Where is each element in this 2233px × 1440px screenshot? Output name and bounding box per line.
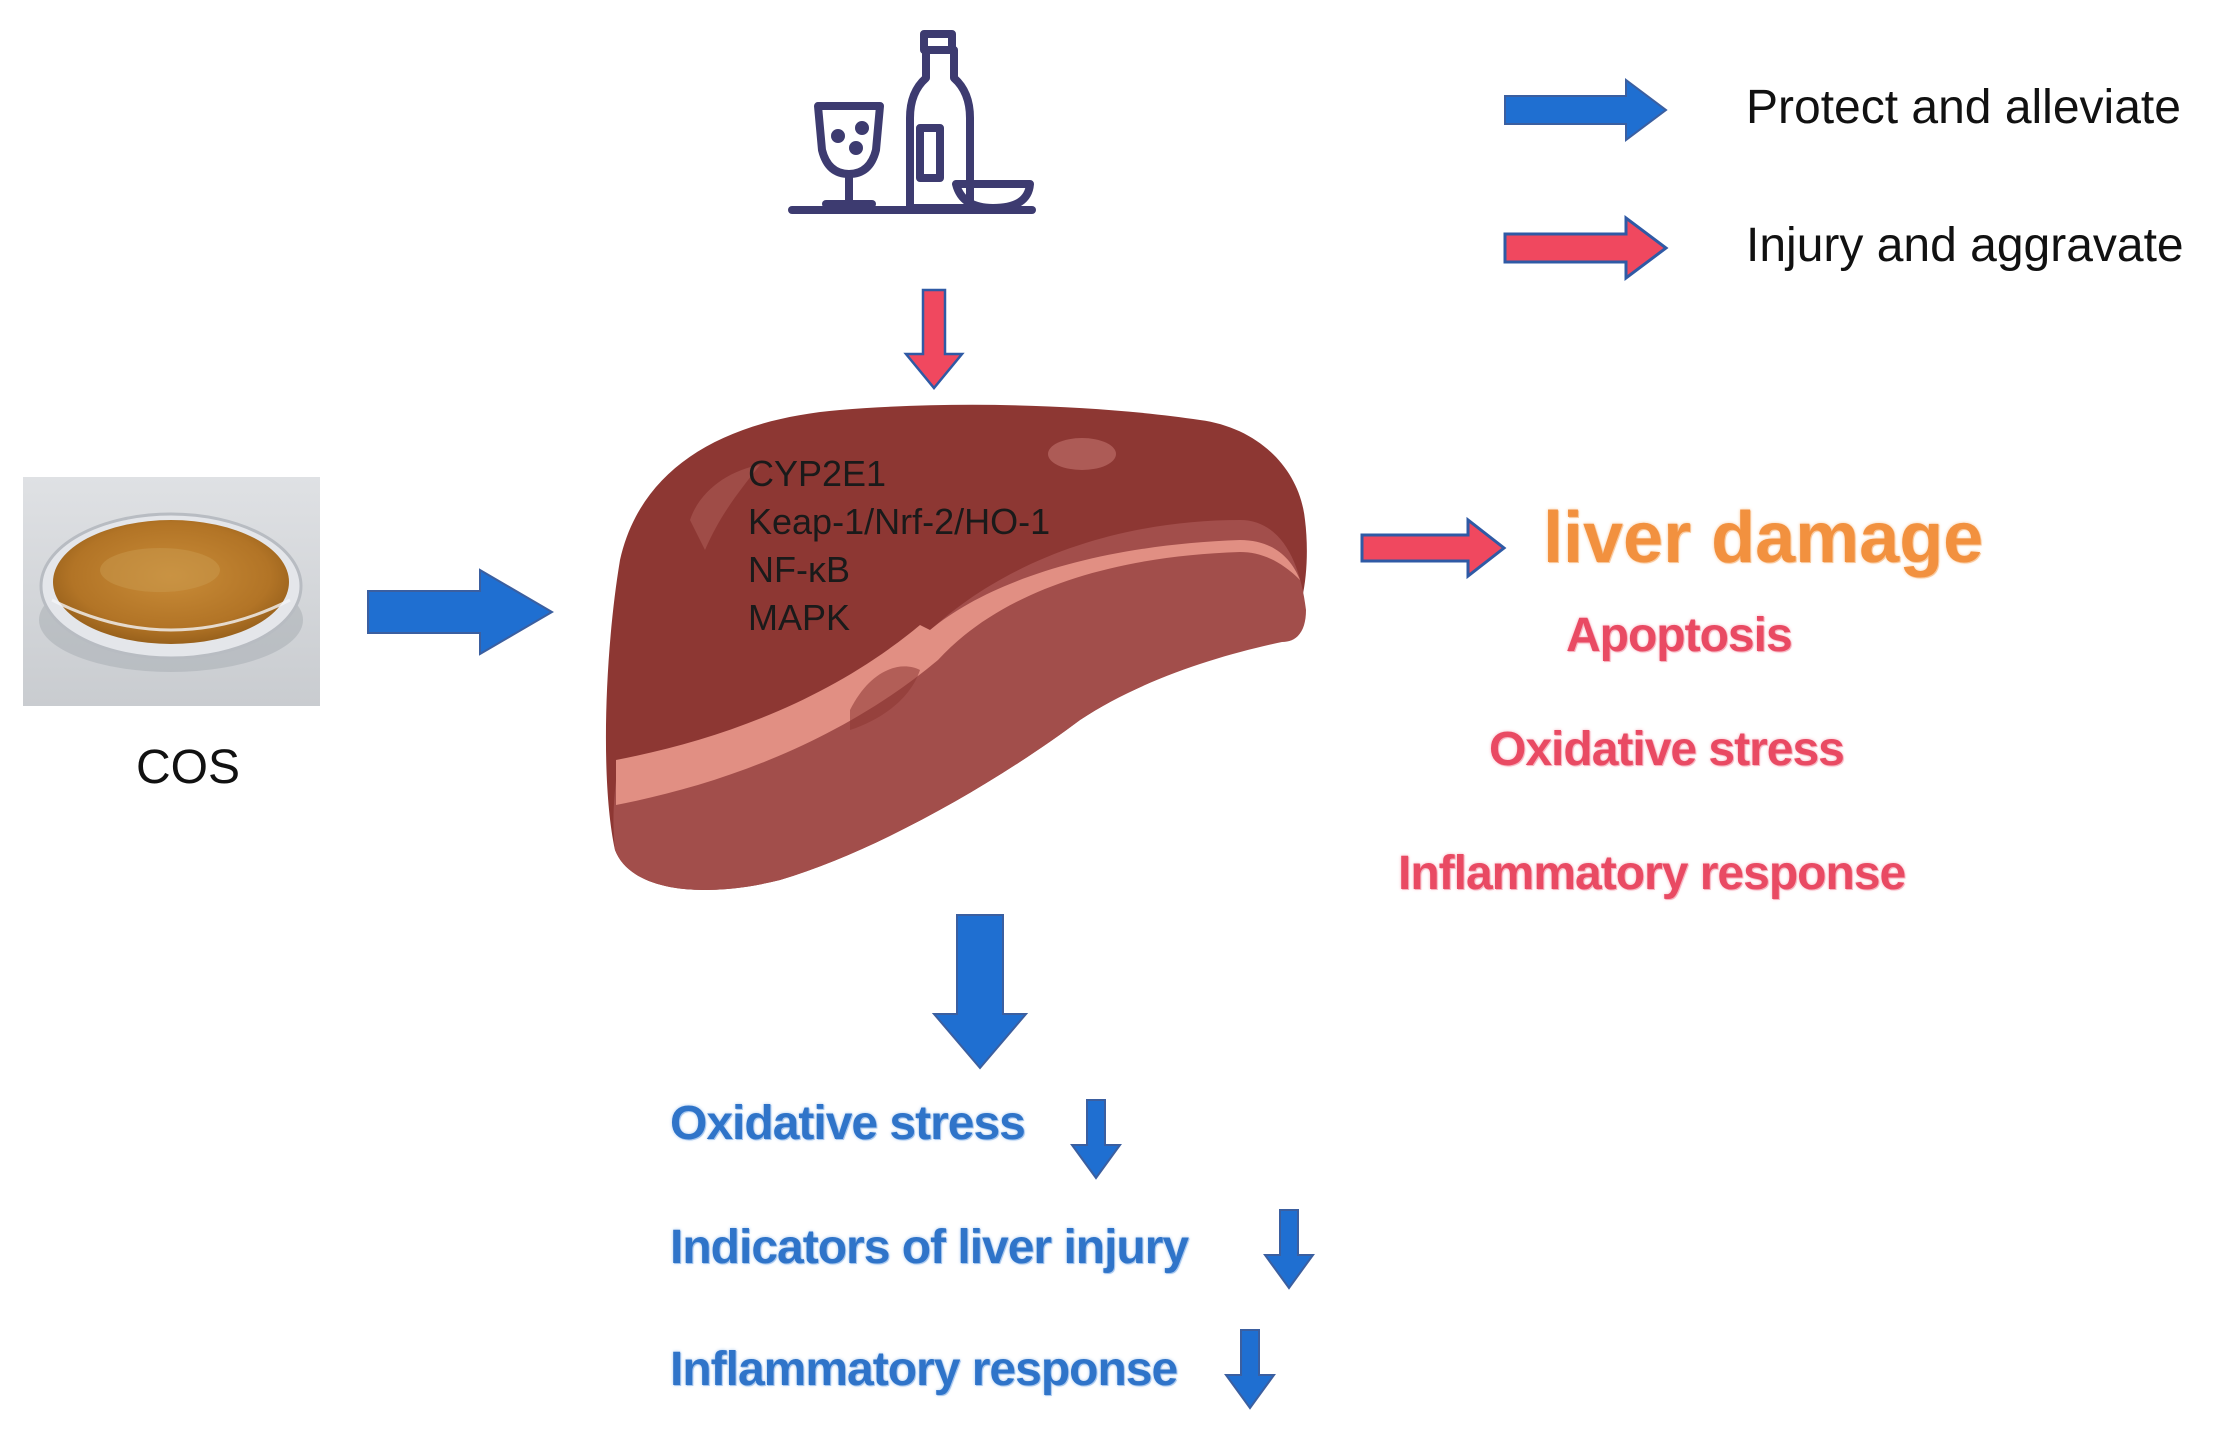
pathway-label: MAPK xyxy=(748,597,851,638)
down-arrow-icon xyxy=(1263,1209,1315,1290)
alcohol-injury-arrow xyxy=(903,288,965,390)
down-arrow-icon xyxy=(1224,1329,1276,1410)
legend-injury-label: Injury and aggravate xyxy=(1746,219,2184,272)
pathway-label: NF-κB xyxy=(748,549,850,590)
cos-label: COS xyxy=(136,741,241,794)
wine-glass-bottle-bowl-icon xyxy=(788,30,1036,214)
down-arrow-icon xyxy=(1070,1099,1122,1180)
protection-item: Inflammatory response xyxy=(670,1343,1178,1396)
liver-damage-arrow xyxy=(1360,516,1507,580)
damage-item: Apoptosis xyxy=(1566,609,1793,662)
legend-injury-arrow xyxy=(1503,215,1669,281)
pathway-label: Keap-1/Nrf-2/HO-1 xyxy=(748,501,1051,542)
protection-down-arrow xyxy=(931,914,1029,1070)
protection-item: Oxidative stress xyxy=(670,1097,1026,1150)
liver-damage-title: liver damage xyxy=(1543,498,1984,578)
legend-protect-label: Protect and alleviate xyxy=(1746,81,2181,134)
cos-protect-arrow xyxy=(367,568,554,656)
protection-item: Indicators of liver injury xyxy=(670,1221,1189,1274)
liver-illustration xyxy=(605,404,1307,890)
damage-item: Inflammatory response xyxy=(1398,847,1906,900)
cos-powder-image xyxy=(23,477,320,706)
damage-item: Oxidative stress xyxy=(1489,723,1845,776)
legend-protect-arrow xyxy=(1504,78,1668,142)
pathway-label: CYP2E1 xyxy=(748,453,887,494)
